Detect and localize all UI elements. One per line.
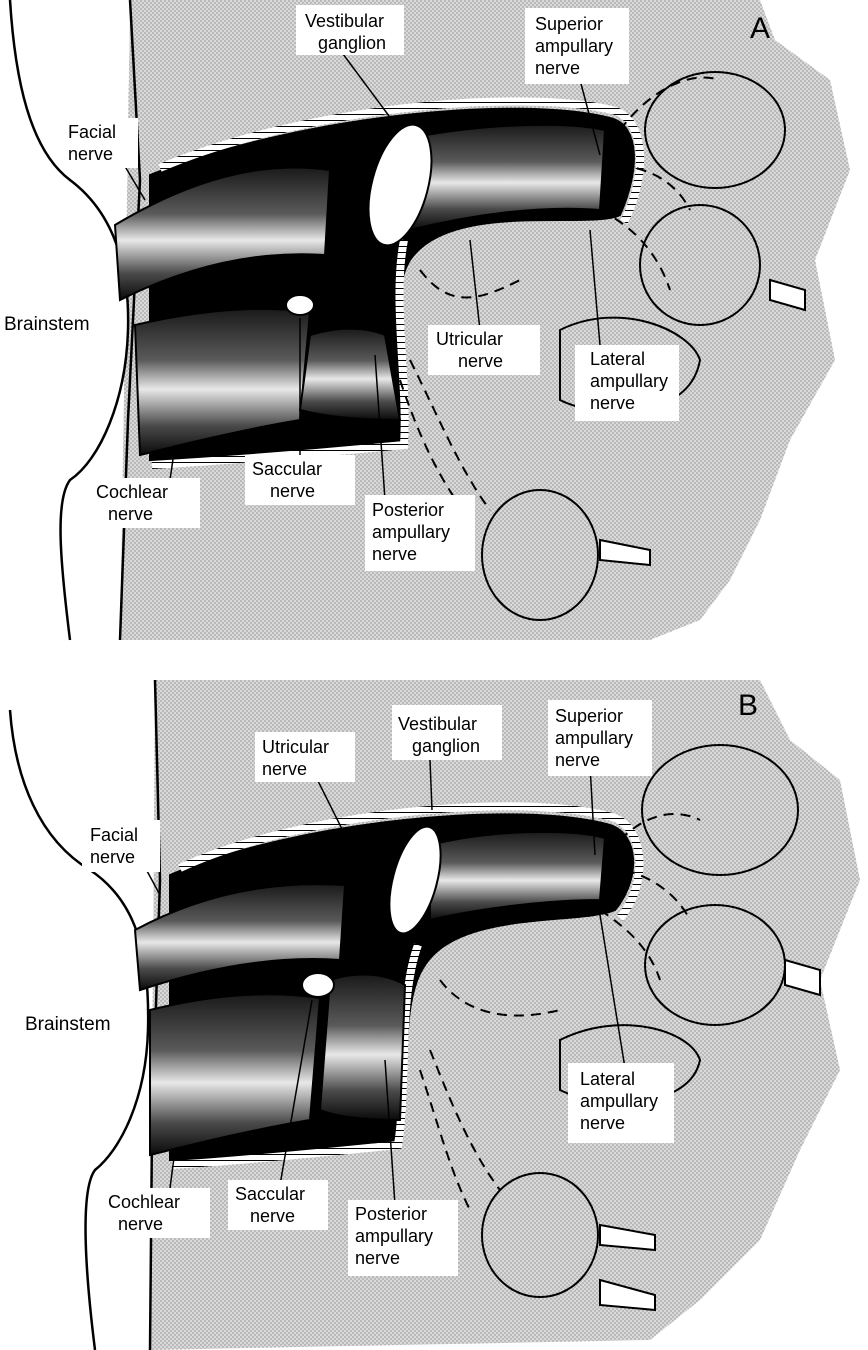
cochlear-nerve-label-2: nerve bbox=[108, 504, 153, 524]
superior-ampullary-label: Superior bbox=[535, 14, 603, 34]
posterior-ampullary-label-3: nerve bbox=[372, 544, 417, 564]
brainstem-label: Brainstem bbox=[25, 1014, 111, 1035]
facial-nerve-label-2: nerve bbox=[68, 144, 113, 164]
panel-b-letter: B bbox=[738, 689, 758, 722]
cochlear-nerve-label: Cochlear bbox=[108, 1192, 180, 1212]
cochlear-nerve-label-2: nerve bbox=[118, 1214, 163, 1234]
panel-a-letter: A bbox=[750, 12, 770, 45]
facial-nerve-label: Facial bbox=[68, 122, 116, 142]
saccular-nerve-label: Saccular bbox=[235, 1184, 305, 1204]
utricular-nerve-label-2: nerve bbox=[458, 351, 503, 371]
cochlear-nerve-label: Cochlear bbox=[96, 482, 168, 502]
utricular-nerve-label: Utricular bbox=[262, 737, 329, 757]
superior-ampullary-label-2: ampullary bbox=[555, 728, 633, 748]
panel-a: A Brainstem Vestibular ganglion Superior… bbox=[0, 0, 850, 640]
posterior-ampullary-label: Posterior bbox=[372, 500, 444, 520]
lateral-ampullary-label: Lateral bbox=[580, 1069, 635, 1089]
brainstem-label: Brainstem bbox=[4, 314, 90, 335]
utricular-nerve-label-2: nerve bbox=[262, 759, 307, 779]
inferior-vestibular-trunk bbox=[300, 329, 400, 420]
inferior-vestibular-trunk bbox=[320, 975, 405, 1120]
saccular-nerve-label-2: nerve bbox=[270, 481, 315, 501]
saccular-nerve-label: Saccular bbox=[252, 459, 322, 479]
saccular-ganglion-cut bbox=[286, 295, 314, 315]
panel-b: B Brainstem Utricular nerve Vestibular g… bbox=[0, 680, 860, 1350]
utricular-nerve-label: Utricular bbox=[436, 329, 503, 349]
posterior-ampullary-label-3: nerve bbox=[355, 1248, 400, 1268]
facial-nerve-label: Facial bbox=[90, 825, 138, 845]
saccular-nerve-label-2: nerve bbox=[250, 1206, 295, 1226]
vestibular-ganglion-label-2: ganglion bbox=[412, 736, 480, 756]
lateral-ampullary-label-3: nerve bbox=[580, 1113, 625, 1133]
lateral-ampullary-label: Lateral bbox=[590, 349, 645, 369]
facial-nerve-label-2: nerve bbox=[90, 847, 135, 867]
saccular-ganglion-cut bbox=[302, 973, 334, 997]
superior-ampullary-label-3: nerve bbox=[535, 58, 580, 78]
vestibular-ganglion-label: Vestibular bbox=[398, 714, 477, 734]
lateral-ampullary-label-2: ampullary bbox=[580, 1091, 658, 1111]
posterior-ampullary-label: Posterior bbox=[355, 1204, 427, 1224]
superior-ampullary-label-2: ampullary bbox=[535, 36, 613, 56]
lateral-ampullary-label-3: nerve bbox=[590, 393, 635, 413]
vestibular-ganglion-label: Vestibular bbox=[305, 11, 384, 31]
superior-ampullary-label-3: nerve bbox=[555, 750, 600, 770]
superior-ampullary-label: Superior bbox=[555, 706, 623, 726]
posterior-ampullary-label-2: ampullary bbox=[355, 1226, 433, 1246]
lateral-ampullary-label-2: ampullary bbox=[590, 371, 668, 391]
posterior-ampullary-label-2: ampullary bbox=[372, 522, 450, 542]
vestibular-ganglion-label-2: ganglion bbox=[318, 33, 386, 53]
